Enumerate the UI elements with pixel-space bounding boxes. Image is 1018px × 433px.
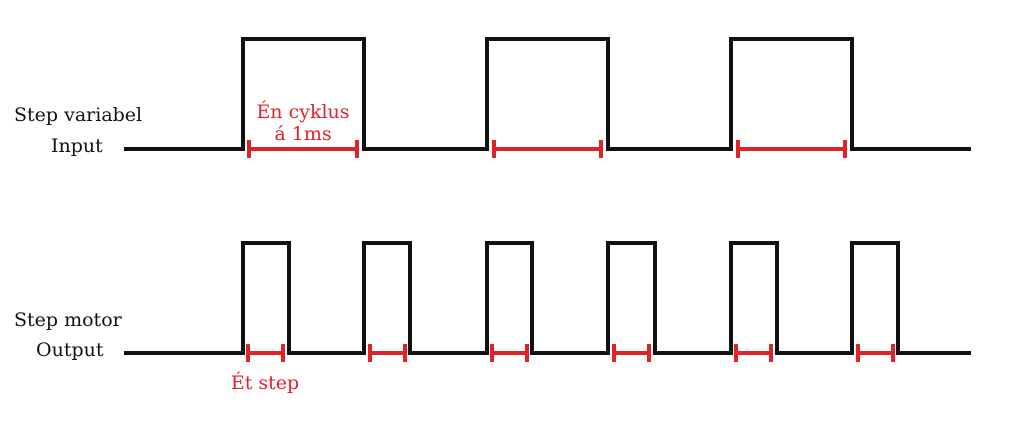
step-marker-3	[490, 344, 529, 362]
output-label-line1: Step motor	[14, 309, 123, 331]
output-label-line2: Output	[36, 339, 104, 361]
output-waveform	[124, 241, 971, 355]
step-label: Ét step	[231, 371, 299, 394]
cycle-marker-3	[736, 140, 847, 158]
cycle-marker-2	[492, 140, 603, 158]
input-label-line1: Step variabel	[14, 104, 142, 126]
cycle-marker-1	[247, 140, 359, 158]
input-label-line2: Input	[51, 135, 103, 157]
input-waveform	[124, 37, 971, 151]
step-marker-5	[734, 344, 773, 362]
cycle-label-line2: á 1ms	[274, 123, 331, 145]
step-marker-2	[368, 344, 407, 362]
step-marker-4	[612, 344, 651, 362]
cycle-label-line1: Én cyklus	[256, 100, 349, 123]
step-marker-1	[246, 344, 285, 362]
step-marker-6	[856, 344, 895, 362]
